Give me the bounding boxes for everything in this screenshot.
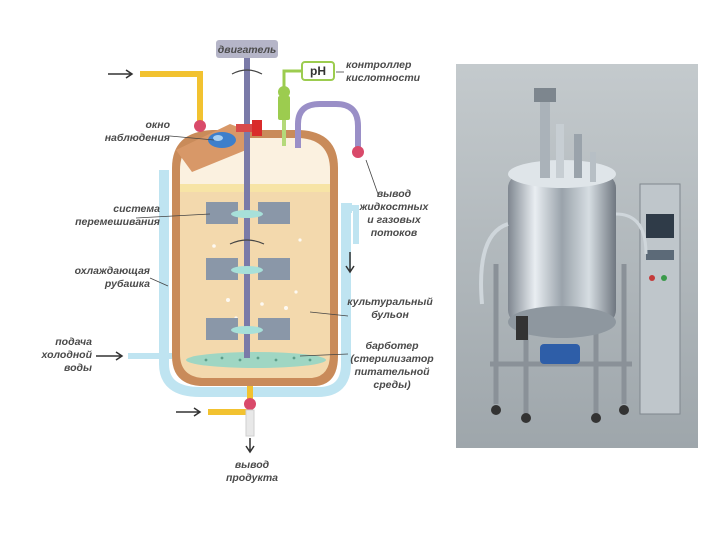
inlet-valve-top bbox=[194, 120, 206, 132]
observation-window-glare bbox=[213, 135, 223, 141]
seal-red-block bbox=[252, 120, 262, 136]
inlet-pipe-top bbox=[140, 71, 203, 128]
bioreactor-photo bbox=[456, 64, 698, 448]
inlet-arrow-bottom bbox=[176, 407, 202, 417]
exhaust-label-2: жидкостных bbox=[359, 201, 430, 213]
exhaust-label-3: и газовых bbox=[367, 214, 422, 226]
mixing-label-1: система bbox=[113, 203, 160, 215]
broth-label-2: бульон bbox=[371, 309, 409, 321]
bioreactor-photo-art bbox=[456, 64, 698, 448]
rotation-arrow-top bbox=[231, 69, 263, 75]
broth-surface bbox=[180, 184, 330, 192]
leader-lines bbox=[135, 71, 379, 357]
exhaust-arrow bbox=[345, 252, 355, 274]
ph-label: pH bbox=[310, 64, 326, 78]
exhaust-tube bbox=[295, 101, 361, 150]
impeller-top bbox=[206, 202, 290, 224]
shaft-seal bbox=[236, 124, 258, 132]
sparger-label-2: (стерилизатор bbox=[350, 353, 434, 365]
exhaust-label-1: вывод bbox=[377, 188, 412, 200]
ph-wire bbox=[282, 69, 302, 88]
window-label-1: окно bbox=[146, 119, 171, 131]
rotation-arrow-mid bbox=[229, 239, 265, 245]
ph-controller-label-2: кислотности bbox=[346, 72, 421, 84]
sparger-label-4: среды) bbox=[373, 379, 411, 391]
jacket-outlet-pipe bbox=[346, 205, 359, 244]
product-label-2: продукта bbox=[226, 472, 278, 484]
exhaust-label-4: потоков bbox=[371, 227, 418, 239]
cold-water-label-2: холодной bbox=[41, 349, 93, 361]
window-label-2: наблюдения bbox=[105, 132, 170, 144]
inlet-arrow-top bbox=[108, 69, 134, 79]
cold-water-label-3: воды bbox=[64, 362, 92, 374]
cold-water-arrow bbox=[96, 351, 124, 361]
ph-probe-tip bbox=[282, 120, 286, 146]
exhaust-valve bbox=[352, 146, 364, 158]
stirrer-shaft bbox=[244, 58, 250, 358]
jacket-label-2: рубашка bbox=[104, 278, 150, 290]
motor-label: двигатель bbox=[218, 44, 276, 56]
sparger-disc bbox=[186, 352, 326, 368]
outlet-valve-bottom bbox=[244, 398, 256, 410]
broth-label-1: культуральный bbox=[347, 296, 433, 308]
ph-probe bbox=[278, 96, 290, 120]
mixing-label-2: перемешивания bbox=[75, 216, 160, 228]
sparger-label-3: питательной bbox=[354, 366, 430, 378]
product-label-1: вывод bbox=[235, 459, 270, 471]
cold-water-label-1: подача bbox=[55, 336, 92, 348]
sparger-holes bbox=[204, 356, 312, 362]
ph-sensor-head bbox=[278, 86, 290, 98]
sparger-label-1: барботер bbox=[365, 340, 419, 352]
ph-controller-label-1: контроллер bbox=[346, 59, 412, 71]
product-outlet-tube bbox=[245, 409, 255, 437]
impeller-middle bbox=[206, 258, 290, 280]
motor-box bbox=[216, 40, 278, 58]
impeller-bottom bbox=[206, 318, 290, 340]
cooling-jacket bbox=[159, 170, 352, 397]
jacket-label-1: охлаждающая bbox=[75, 265, 150, 277]
product-arrow bbox=[245, 438, 255, 454]
